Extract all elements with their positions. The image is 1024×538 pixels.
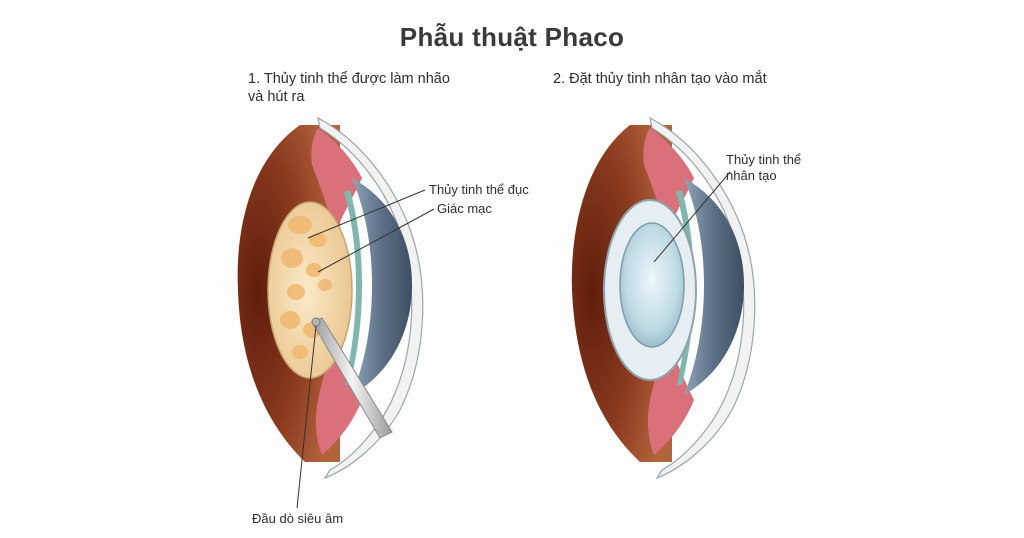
step-1-caption: 1. Thủy tinh thể được làm nhão và hút ra — [248, 71, 450, 105]
leader-artificial-lens — [653, 171, 731, 263]
leader-cloudy-lens — [307, 189, 426, 239]
ultrasound-probe-instrument — [311, 317, 393, 439]
label-cornea: Giác mạc — [437, 201, 492, 216]
iris-top-left — [311, 128, 362, 232]
label-artificial-lens: Thủy tinh thể nhân tạo — [726, 152, 802, 183]
page-title: Phẫu thuật Phaco — [399, 22, 625, 52]
iris-strip-left — [344, 190, 362, 385]
cornea-left — [352, 178, 412, 395]
left-eye-illustration — [237, 116, 435, 509]
iris-top-right — [643, 128, 694, 232]
step-2-caption: 2. Đặt thủy tinh nhân tạo vào mắt — [553, 71, 767, 87]
right-eye-illustration — [571, 116, 756, 480]
leader-cornea — [317, 208, 435, 273]
cornea-right — [684, 178, 744, 395]
label-cloudy-lens: Thủy tinh thể đục — [429, 182, 529, 197]
leader-probe — [296, 325, 317, 509]
artificial-lens — [619, 222, 685, 348]
cataract-fragments — [280, 216, 332, 359]
label-ultrasound-probe: Đầu dò siêu âm — [252, 511, 344, 526]
